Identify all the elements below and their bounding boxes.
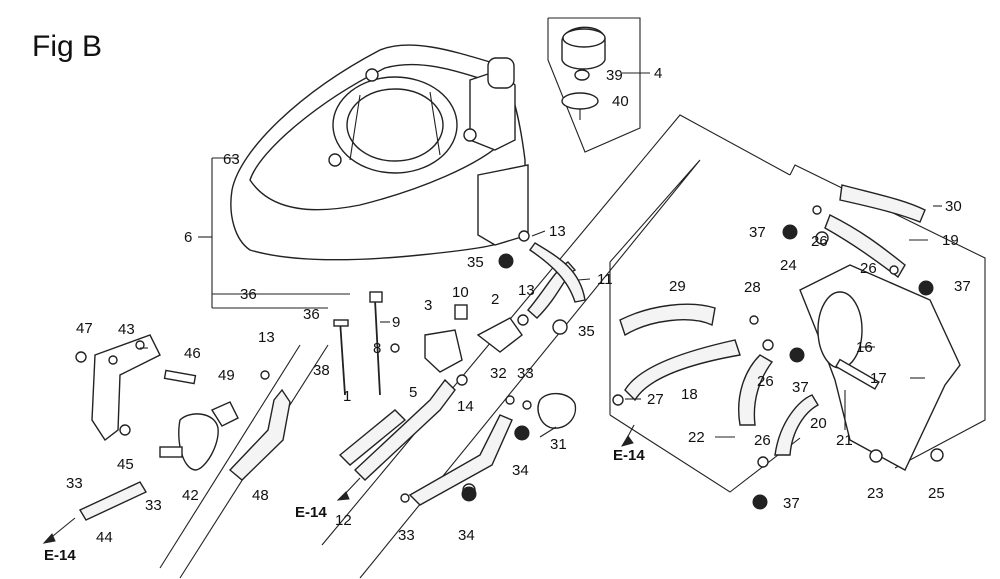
right-panel-parts bbox=[612, 184, 961, 471]
callout-63: 63 bbox=[223, 151, 240, 168]
callout-26-c: 26 bbox=[757, 373, 774, 390]
callout-2: 2 bbox=[491, 291, 499, 308]
callout-3: 3 bbox=[424, 297, 432, 314]
callout-37-b: 37 bbox=[954, 278, 971, 295]
callout-33-a: 33 bbox=[517, 365, 534, 382]
callout-21: 21 bbox=[836, 432, 853, 449]
callout-31: 31 bbox=[550, 436, 567, 453]
callout-34-a: 34 bbox=[512, 462, 529, 479]
callout-1: 1 bbox=[343, 388, 351, 405]
callout-35-b: 35 bbox=[578, 323, 595, 340]
ref-e14-center: E-14 bbox=[295, 504, 327, 521]
callout-6: 6 bbox=[184, 229, 192, 246]
callout-42: 42 bbox=[182, 487, 199, 504]
callout-25: 25 bbox=[928, 485, 945, 502]
lower-hoses bbox=[400, 319, 577, 506]
callout-32: 32 bbox=[490, 365, 507, 382]
callout-37-a: 37 bbox=[749, 224, 766, 241]
callout-26-d: 26 bbox=[754, 432, 771, 449]
left-bracket-assembly bbox=[75, 334, 239, 471]
callout-23: 23 bbox=[867, 485, 884, 502]
callout-5: 5 bbox=[409, 384, 417, 401]
callout-38: 38 bbox=[313, 362, 330, 379]
callout-24: 24 bbox=[780, 257, 797, 274]
ref-e14-right: E-14 bbox=[613, 447, 645, 464]
e14-arrows bbox=[42, 424, 635, 544]
callout-35-a: 35 bbox=[467, 254, 484, 271]
callout-45: 45 bbox=[117, 456, 134, 473]
left-tubes bbox=[79, 370, 291, 521]
callout-44: 44 bbox=[96, 529, 113, 546]
callout-26-a: 26 bbox=[811, 233, 828, 250]
callout-13-b: 13 bbox=[518, 282, 535, 299]
clamp-symbols bbox=[461, 224, 934, 510]
callout-37-d: 37 bbox=[783, 495, 800, 512]
callout-13-c: 13 bbox=[258, 329, 275, 346]
callout-29: 29 bbox=[669, 278, 686, 295]
callout-17: 17 bbox=[870, 370, 887, 387]
callout-40: 40 bbox=[612, 93, 629, 110]
figure-title: Fig B bbox=[32, 30, 102, 63]
callout-9: 9 bbox=[392, 314, 400, 331]
callout-22: 22 bbox=[688, 429, 705, 446]
callout-19: 19 bbox=[942, 232, 959, 249]
callout-39: 39 bbox=[606, 67, 623, 84]
callout-18: 18 bbox=[681, 386, 698, 403]
callout-47: 47 bbox=[76, 320, 93, 337]
callout-4: 4 bbox=[654, 65, 662, 82]
callout-13-a: 13 bbox=[549, 223, 566, 240]
callout-14: 14 bbox=[457, 398, 474, 415]
callout-8: 8 bbox=[373, 340, 381, 357]
ref-e14-left: E-14 bbox=[44, 547, 76, 564]
callout-36-b: 36 bbox=[303, 306, 320, 323]
callout-34-b: 34 bbox=[458, 527, 475, 544]
callout-37-c: 37 bbox=[792, 379, 809, 396]
callout-12: 12 bbox=[335, 512, 352, 529]
callout-36-a: 36 bbox=[240, 286, 257, 303]
callout-43: 43 bbox=[118, 321, 135, 338]
callout-10: 10 bbox=[452, 284, 469, 301]
callout-27: 27 bbox=[647, 391, 664, 408]
callout-labels: 4 39 40 63 6 36 36 13 35 11 13 35 10 2 3… bbox=[44, 65, 971, 564]
callout-49: 49 bbox=[218, 367, 235, 384]
fuel-cap-assembly bbox=[561, 26, 606, 120]
callout-20: 20 bbox=[810, 415, 827, 432]
callout-30: 30 bbox=[945, 198, 962, 215]
callout-33-d: 33 bbox=[66, 475, 83, 492]
callout-28: 28 bbox=[744, 279, 761, 296]
callout-33-c: 33 bbox=[145, 497, 162, 514]
callout-26-b: 26 bbox=[860, 260, 877, 277]
callout-11: 11 bbox=[597, 271, 613, 288]
center-parts bbox=[333, 230, 586, 481]
callout-46: 46 bbox=[184, 345, 201, 362]
callout-33-b: 33 bbox=[398, 527, 415, 544]
callout-48: 48 bbox=[252, 487, 269, 504]
fuel-tank bbox=[230, 44, 529, 261]
leader-lines bbox=[140, 72, 942, 438]
callout-16: 16 bbox=[856, 339, 873, 356]
